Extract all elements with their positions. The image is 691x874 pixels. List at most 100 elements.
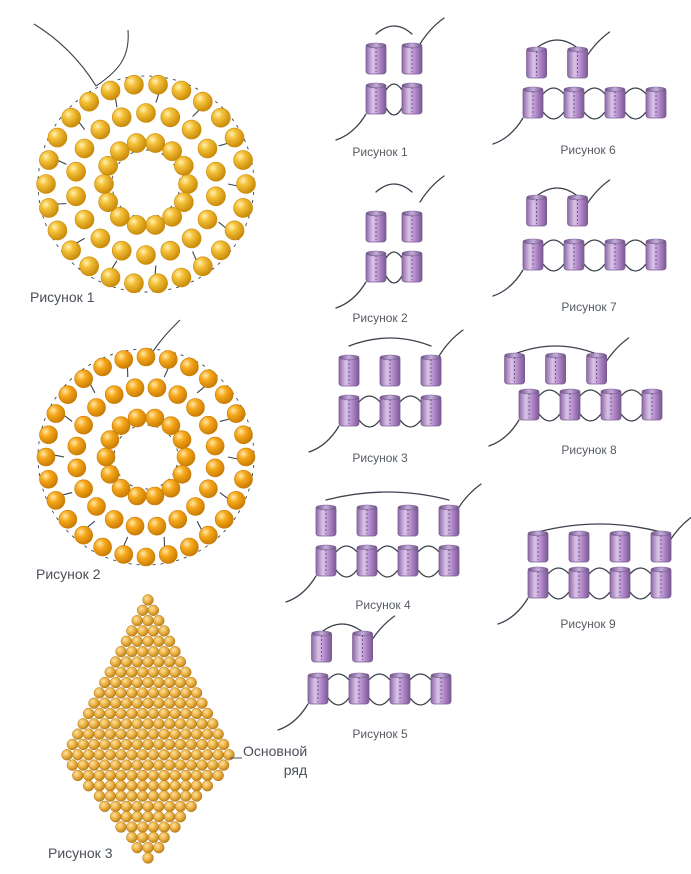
bead [169, 666, 181, 678]
tube-bead [526, 46, 547, 79]
bead [190, 780, 203, 792]
bead [111, 416, 131, 436]
bead [158, 790, 170, 802]
bead [136, 728, 149, 740]
tube-bead [397, 504, 419, 537]
bead [61, 107, 81, 128]
bead [158, 645, 170, 658]
thread-arc [583, 239, 606, 247]
bead [174, 759, 187, 771]
thread-arc [537, 523, 662, 533]
bead [120, 718, 133, 730]
tube-bead [527, 530, 549, 563]
bead [131, 738, 143, 751]
bead [47, 220, 68, 241]
bead [131, 811, 143, 823]
step-1-diagram [335, 17, 445, 141]
bead [126, 790, 138, 802]
bead [66, 759, 79, 771]
step-2-caption: Рисунок 2 [352, 311, 408, 325]
step-3-diagram [308, 329, 464, 453]
bead [185, 738, 197, 751]
bead [201, 780, 214, 792]
bead [88, 759, 100, 771]
bead [125, 516, 145, 536]
bead [136, 790, 149, 802]
bead [174, 656, 187, 668]
bead [206, 186, 226, 207]
thread-tail [584, 31, 611, 59]
bead [131, 635, 143, 647]
bead [201, 707, 214, 720]
bead [153, 759, 165, 771]
bead [136, 103, 156, 123]
thread-tail [335, 113, 367, 141]
bead [174, 738, 187, 751]
bead [115, 666, 127, 678]
bead [104, 707, 116, 720]
bead [115, 769, 127, 782]
tube-bead [527, 566, 549, 599]
main-row-label-line2: ряд [283, 762, 308, 778]
bead [109, 759, 122, 771]
bead [109, 800, 122, 813]
bead [94, 174, 114, 194]
tube-bead [645, 238, 667, 271]
bead [193, 91, 213, 112]
bead [74, 479, 93, 499]
bead [190, 707, 203, 720]
bead [142, 811, 154, 823]
tube-bead [438, 504, 460, 537]
tube-bead [365, 82, 387, 115]
bead [174, 697, 187, 709]
bead [199, 415, 218, 435]
bead [126, 749, 138, 761]
tube-bead [365, 42, 387, 75]
bead [174, 800, 187, 813]
bead [136, 347, 156, 367]
thread-arc [335, 569, 358, 578]
bead [153, 614, 165, 627]
bead [77, 759, 89, 771]
bead [110, 207, 130, 227]
tube-bead [568, 566, 590, 599]
bead [196, 697, 208, 709]
bead [234, 425, 253, 445]
bead [180, 357, 199, 377]
bead [74, 415, 93, 435]
thread-path [335, 175, 445, 309]
bead [126, 831, 138, 844]
bead [88, 738, 100, 751]
step-4-diagram [285, 483, 482, 603]
bead [147, 604, 160, 616]
bead [79, 256, 99, 277]
bead [196, 738, 208, 751]
bead [223, 749, 235, 761]
thread-arc [579, 389, 602, 397]
bead-rosette-figure-2 [36, 319, 256, 567]
bead [142, 852, 154, 864]
tube-bead [307, 672, 329, 705]
thread-arc [417, 569, 440, 578]
bead [142, 738, 154, 751]
bead [126, 666, 138, 678]
step-1-caption: Рисунок 1 [352, 145, 408, 159]
thread-arc [535, 187, 579, 197]
bead [100, 465, 120, 484]
thread-arc [624, 239, 647, 247]
tube-bead [567, 46, 588, 79]
bead [180, 780, 192, 792]
bead [104, 385, 124, 404]
bead [99, 697, 111, 709]
bead [111, 107, 132, 128]
bead [212, 769, 224, 782]
main-row-label: Основной ряд [243, 742, 307, 780]
bead [163, 656, 176, 668]
bead [158, 350, 178, 369]
bead [158, 666, 170, 678]
bead [77, 718, 89, 730]
figure-3-caption: Рисунок 3 [48, 845, 113, 861]
bead [93, 749, 106, 761]
bead [190, 790, 203, 802]
